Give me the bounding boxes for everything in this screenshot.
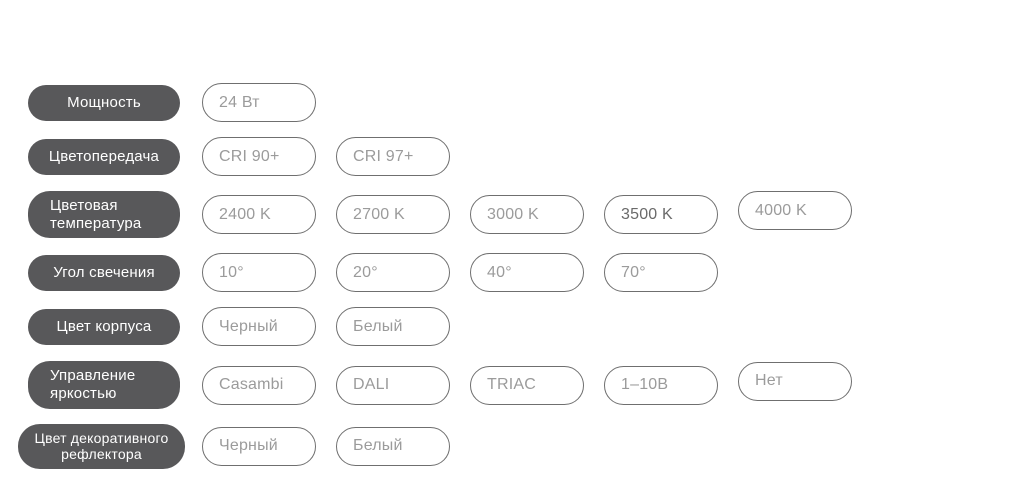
spec-row: Цвет корпуса Черный Белый: [28, 307, 1024, 347]
option-button[interactable]: CRI 97+: [336, 137, 450, 176]
spec-label-cell: Мощность: [28, 84, 202, 121]
spec-row: Цветовая температура 2400 K 2700 K 3000 K 3…: [28, 191, 1024, 239]
spec-label-text: Цветовая температура: [50, 197, 142, 232]
option-button[interactable]: 20°: [336, 253, 450, 293]
spec-row: Угол свечения 10° 20° 40° 70°: [28, 253, 1024, 293]
spec-row: Цвет декоративного рефлектора Черный Белы…: [18, 423, 1024, 469]
spec-options: 24 Вт: [202, 83, 316, 122]
option-button[interactable]: 2700 K: [336, 195, 450, 235]
spec-label-cell: Угол свечения: [28, 254, 202, 291]
option-label: Нет: [755, 372, 783, 390]
option-button[interactable]: 3000 K: [470, 195, 584, 235]
spec-label-text: Цветопередача: [48, 147, 160, 165]
option-label: 24 Вт: [219, 93, 260, 111]
product-configurator: Мощность 24 Вт Цветопередача CRI 90+CRI …: [18, 83, 1024, 469]
option-label: 2700 K: [353, 205, 405, 223]
option-button[interactable]: CRI 90+: [202, 137, 316, 176]
option-button[interactable]: Черный: [202, 426, 316, 466]
option-label: CRI 90+: [219, 147, 280, 165]
option-button[interactable]: DALI: [336, 365, 450, 405]
option-label: 70°: [621, 263, 646, 281]
option-button[interactable]: Нет: [738, 361, 852, 401]
option-button[interactable]: TRIAC: [470, 365, 584, 405]
spec-label-cell: Цветопередача: [28, 138, 202, 175]
option-label: 3000 K: [487, 205, 539, 223]
option-label: DALI: [353, 376, 390, 394]
option-label: 20°: [353, 263, 378, 281]
spec-options: CRI 90+ CRI 97+: [202, 137, 450, 176]
spec-label-cell: Цветовая температура: [28, 191, 202, 239]
spec-label-cell: Цвет корпуса: [28, 308, 202, 345]
option-label: 2400 K: [219, 205, 271, 223]
option-button[interactable]: Casambi: [202, 365, 316, 405]
option-label: 1–10В: [621, 376, 669, 394]
option-button[interactable]: 10°: [202, 253, 316, 293]
option-label: TRIAC: [487, 376, 536, 394]
spec-label-cell: Цвет декоративного рефлектора: [18, 423, 202, 469]
spec-label: Управление яркостью: [28, 361, 180, 409]
option-button[interactable]: 2400 K: [202, 195, 316, 235]
option-button[interactable]: 4000 K: [738, 191, 852, 231]
spec-options: Casambi DALI TRIAC 1–10В Нет: [202, 361, 852, 405]
option-label: Белый: [353, 437, 403, 455]
spec-label: Цвет корпуса: [28, 308, 180, 345]
spec-label-text: Мощность: [67, 93, 141, 111]
option-button[interactable]: 24 Вт: [202, 83, 316, 122]
option-label: Черный: [219, 317, 278, 335]
option-label: 4000 K: [755, 201, 807, 219]
spec-label: Мощность: [28, 84, 180, 121]
spec-label-text: Цвет декоративного рефлектора: [34, 429, 169, 463]
spec-options: Черный Белый: [202, 426, 450, 466]
spec-label-text: Управление яркостью: [50, 367, 136, 403]
option-button[interactable]: 1–10В: [604, 365, 718, 405]
option-label: Casambi: [219, 376, 284, 394]
option-label: CRI 97+: [353, 147, 414, 165]
option-label: Белый: [353, 317, 403, 335]
option-button[interactable]: 40°: [470, 253, 584, 293]
spec-label: Цвет декоративного рефлектора: [18, 423, 185, 469]
spec-row: Цветопередача CRI 90+ CRI 97+: [28, 137, 1024, 176]
spec-options: Черный Белый: [202, 307, 450, 347]
spec-label-cell: Управление яркостью: [28, 361, 202, 409]
spec-label: Цветопередача: [28, 138, 180, 175]
option-button[interactable]: 70°: [604, 253, 718, 293]
spec-options: 10° 20° 40° 70°: [202, 253, 718, 293]
spec-row: Управление яркостью Casambi DALI TRIAC 1–10…: [28, 361, 1024, 409]
spec-label-text: Угол свечения: [53, 264, 155, 282]
option-button[interactable]: Черный: [202, 307, 316, 347]
option-label: 10°: [219, 263, 244, 281]
spec-row: Мощность 24 Вт: [28, 83, 1024, 122]
spec-label: Угол свечения: [28, 254, 180, 291]
option-button[interactable]: 3500 K: [604, 195, 718, 235]
option-label: Черный: [219, 437, 278, 455]
option-button[interactable]: Белый: [336, 426, 450, 466]
spec-options: 2400 K 2700 K 3000 K 3500 K 4000 K: [202, 191, 852, 235]
spec-label: Цветовая температура: [28, 191, 180, 239]
option-label: 3500 K: [621, 205, 673, 223]
spec-label-text: Цвет корпуса: [56, 318, 152, 336]
option-button[interactable]: Белый: [336, 307, 450, 347]
option-label: 40°: [487, 263, 512, 281]
